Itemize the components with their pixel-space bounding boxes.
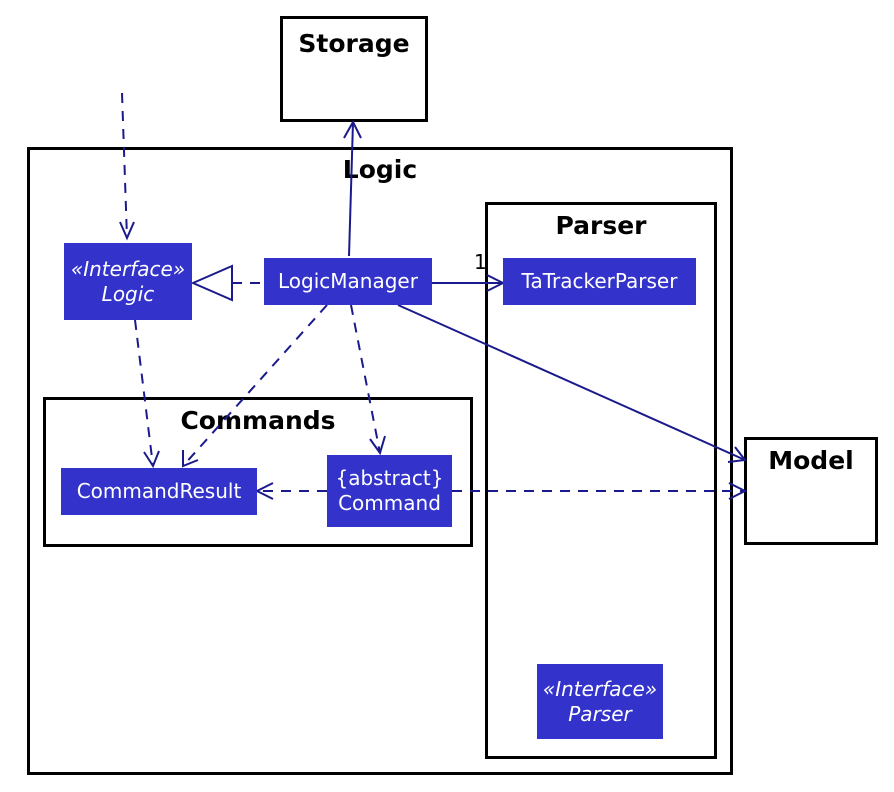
command-result-class: CommandResult	[61, 468, 257, 515]
command-name: Command	[338, 491, 441, 515]
tatracker-parser-name: TaTrackerParser	[521, 269, 678, 293]
external-dependency-line	[121, 92, 128, 239]
lm-command-dependency-line	[350, 304, 381, 454]
external-dependency-arrowhead	[119, 221, 135, 241]
logic-manager-class: LogicManager	[264, 258, 432, 305]
multiplicity-label: 1	[474, 250, 487, 274]
command-result-name: CommandResult	[76, 479, 242, 503]
logic-commandresult-dependency-line	[134, 319, 154, 467]
commands-title: Commands	[180, 406, 336, 435]
command-class: {abstract} Command	[327, 455, 452, 527]
lm-commandresult-dependency-line	[182, 304, 328, 467]
logic-interface-class: «Interface» Logic	[64, 243, 192, 320]
tatracker-parser-class: TaTrackerParser	[503, 258, 696, 305]
logic-manager-name: LogicManager	[278, 269, 418, 293]
parser-interface-name: Parser	[568, 701, 632, 726]
storage-package: Storage	[280, 16, 428, 122]
command-model-arrowhead	[728, 482, 748, 500]
logic-interface-stereotype: «Interface»	[70, 256, 186, 281]
model-association-line	[397, 304, 746, 461]
lm-command-arrowhead	[369, 435, 386, 456]
command-stereotype: {abstract}	[335, 466, 444, 490]
logic-interface-name: Logic	[101, 281, 155, 306]
logic-commandresult-arrowhead	[143, 450, 160, 469]
command-commandresult-arrowhead	[254, 482, 274, 500]
storage-title: Storage	[298, 29, 410, 58]
storage-association-arrowhead	[343, 119, 362, 139]
parser-title: Parser	[555, 211, 647, 240]
parser-interface-class: «Interface» Parser	[537, 664, 663, 739]
storage-association-line	[348, 121, 354, 257]
model-association-arrowhead	[727, 446, 747, 463]
model-title: Model	[768, 446, 854, 475]
logic-title: Logic	[342, 155, 418, 184]
parser-interface-stereotype: «Interface»	[542, 676, 658, 701]
lm-commandresult-arrowhead	[182, 450, 199, 468]
realization-triangle	[190, 264, 233, 302]
